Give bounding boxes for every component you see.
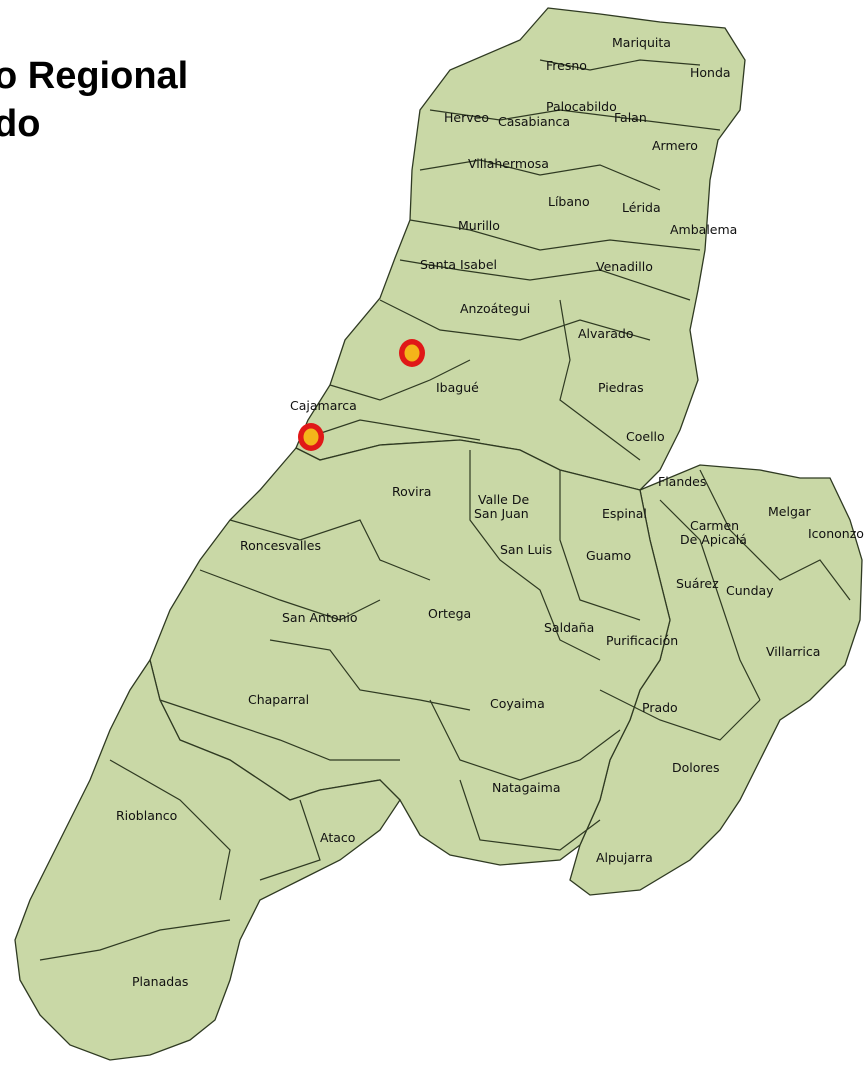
label-rovira: Rovira bbox=[392, 484, 431, 499]
label-murillo: Murillo bbox=[458, 218, 500, 233]
label-roncesvalles: Roncesvalles bbox=[240, 538, 321, 553]
label-ataco: Ataco bbox=[320, 830, 355, 845]
label-cajamarca: Cajamarca bbox=[290, 398, 357, 413]
label-saldana: Saldaña bbox=[544, 620, 594, 635]
label-purificacion: Purificación bbox=[606, 633, 678, 648]
label-palocabildo: Palocabildo bbox=[546, 99, 617, 114]
label-coyaima: Coyaima bbox=[490, 696, 545, 711]
label-ambalema: Ambalema bbox=[670, 222, 737, 237]
label-falan: Falan bbox=[614, 110, 647, 125]
marker-cajamarca-south[interactable] bbox=[298, 423, 324, 451]
label-san-luis: San Luis bbox=[500, 542, 552, 557]
label-guamo: Guamo bbox=[586, 548, 631, 563]
label-dolores: Dolores bbox=[672, 760, 719, 775]
label-mariquita: Mariquita bbox=[612, 35, 671, 50]
internal-borders bbox=[39, 59, 851, 961]
label-casabianca: Casabianca bbox=[498, 114, 570, 129]
marker-dot bbox=[303, 428, 319, 446]
label-espinal: Espinal bbox=[602, 506, 647, 521]
label-rioblanco: Rioblanco bbox=[116, 808, 177, 823]
marker-dot bbox=[404, 344, 420, 362]
label-ibague: Ibagué bbox=[436, 380, 479, 395]
label-fresno: Fresno bbox=[546, 58, 587, 73]
location-markers bbox=[298, 339, 425, 451]
label-planadas: Planadas bbox=[132, 974, 188, 989]
municipality-shapes bbox=[14, 7, 863, 1061]
label-san-antonio: San Antonio bbox=[282, 610, 358, 625]
label-lerida: Lérida bbox=[622, 200, 661, 215]
label-chaparral: Chaparral bbox=[248, 692, 309, 707]
label-prado: Prado bbox=[642, 700, 678, 715]
label-cunday: Cunday bbox=[726, 583, 774, 598]
municipality-labels: Mariquita Fresno Honda Palocabildo Herve… bbox=[116, 35, 864, 989]
label-villahermosa: Villahermosa bbox=[468, 156, 549, 171]
label-melgar: Melgar bbox=[768, 504, 812, 519]
marker-ibague-west[interactable] bbox=[399, 339, 425, 367]
label-villarrica: Villarrica bbox=[766, 644, 820, 659]
label-ortega: Ortega bbox=[428, 606, 471, 621]
label-piedras: Piedras bbox=[598, 380, 644, 395]
label-flandes: Flandes bbox=[658, 474, 706, 489]
region-north[interactable] bbox=[295, 7, 746, 491]
label-coello: Coello bbox=[626, 429, 665, 444]
label-suarez: Suárez bbox=[676, 576, 719, 591]
label-herveo: Herveo bbox=[444, 110, 489, 125]
label-natagaima: Natagaima bbox=[492, 780, 560, 795]
label-venadillo: Venadillo bbox=[596, 259, 653, 274]
label-anzoategui: Anzoátegui bbox=[460, 301, 530, 316]
label-santa-isabel: Santa Isabel bbox=[420, 257, 497, 272]
map-title-line-2: do bbox=[0, 103, 41, 145]
label-alvarado: Alvarado bbox=[578, 326, 633, 341]
label-honda: Honda bbox=[690, 65, 731, 80]
region-southwest[interactable] bbox=[14, 658, 401, 1061]
map-title: o Regional do bbox=[0, 52, 188, 148]
label-alpujarra: Alpujarra bbox=[596, 850, 653, 865]
map-title-line-1: o Regional bbox=[0, 55, 189, 97]
label-libano: Líbano bbox=[548, 194, 590, 209]
label-armero: Armero bbox=[652, 138, 698, 153]
label-icononzo: Icononzo bbox=[808, 526, 864, 541]
